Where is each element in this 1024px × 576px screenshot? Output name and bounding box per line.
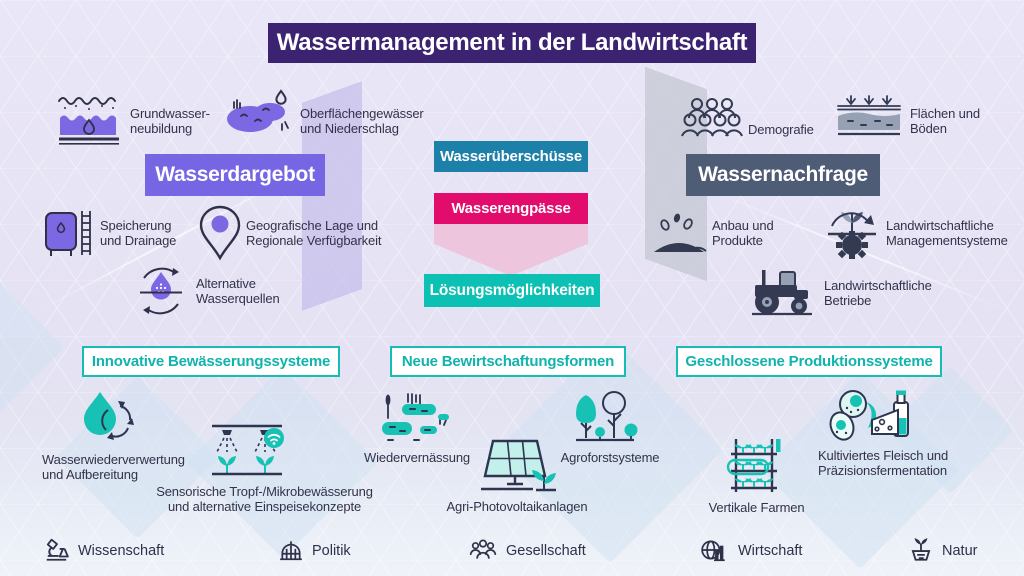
seeds-icon bbox=[654, 213, 707, 252]
water-recycling-icon bbox=[84, 392, 134, 440]
surplus-box: Wasserüberschüsse bbox=[434, 141, 588, 172]
demand-item-label: Landwirtschaftliche Managementsysteme bbox=[886, 218, 1008, 249]
page-title: Wassermanagement in der Landwirtschaft bbox=[268, 23, 756, 63]
soil-layers-icon bbox=[837, 95, 901, 136]
science-icon bbox=[46, 538, 69, 561]
people-group-icon bbox=[681, 98, 743, 137]
category-box-irrigation: Innovative Bewässerungssysteme bbox=[82, 346, 340, 377]
solution-item-label: Wiedervernässung bbox=[364, 450, 470, 465]
solution-item-label: Sensorische Tropf-/Mikrobewässerung und … bbox=[156, 484, 373, 515]
vertical-farm-icon bbox=[726, 439, 781, 492]
tractor-icon bbox=[752, 270, 812, 316]
solution-item-label: Vertikale Farmen bbox=[708, 500, 805, 515]
map-pin-icon bbox=[199, 205, 241, 261]
footer-item-label: Natur bbox=[942, 543, 978, 559]
footer-item-label: Wirtschaft bbox=[738, 543, 803, 559]
demand-item-label: Anbau und Produkte bbox=[712, 218, 774, 249]
economy-icon bbox=[701, 540, 725, 562]
politics-icon bbox=[280, 541, 302, 561]
footer-item-label: Wissenschaft bbox=[78, 543, 165, 559]
solution-item-label: Agri-Photovoltaikanlagen bbox=[446, 499, 588, 514]
supply-item-label: Alternative Wasserquellen bbox=[196, 276, 280, 307]
solution-item-label: Kultiviertes Fleisch und Präzisionsferme… bbox=[818, 448, 949, 479]
supply-item-label: Grundwasser-neubildung bbox=[130, 106, 210, 137]
supply-item-label: Oberflächengewässer und Niederschlag bbox=[300, 106, 424, 137]
storage-tank-icon bbox=[45, 211, 91, 256]
solution-item-label: Agroforstsysteme bbox=[560, 450, 660, 465]
drip-irrigation-icon bbox=[212, 424, 284, 476]
groundwater-recharge-icon bbox=[58, 97, 119, 145]
supply-heading: Wasserdargebot bbox=[145, 154, 325, 196]
nature-icon bbox=[911, 538, 931, 561]
footer-item-label: Politik bbox=[312, 543, 351, 559]
cultivated-food-icon bbox=[829, 390, 909, 441]
plant-gear-icon bbox=[828, 212, 876, 259]
alternative-water-icon bbox=[140, 267, 182, 315]
solution-item-label: Wasserwiederverwertung und Aufbereitung bbox=[42, 452, 185, 483]
demand-item-label: Demografie bbox=[748, 122, 814, 137]
supply-item-label: Geografische Lage und Regionale Verfügba… bbox=[246, 218, 382, 249]
category-box-farming: Neue Bewirtschaftungsformen bbox=[390, 346, 626, 377]
supply-item-label: Speicherung und Drainage bbox=[100, 218, 177, 249]
rewetting-icon bbox=[382, 393, 449, 441]
category-box-production: Geschlossene Produktionssysteme bbox=[676, 346, 942, 377]
footer-item-label: Gesellschaft bbox=[506, 543, 586, 559]
demand-item-label: Landwirtschaftliche Betriebe bbox=[824, 278, 932, 309]
agri-pv-icon bbox=[481, 439, 556, 492]
solutions-box: Lösungsmöglichkeiten bbox=[424, 274, 600, 307]
agroforestry-icon bbox=[576, 391, 638, 442]
shortage-box: Wasserengpässe bbox=[434, 193, 588, 224]
demand-item-label: Flächen und Böden bbox=[910, 106, 980, 137]
surface-water-icon bbox=[227, 89, 289, 132]
society-icon bbox=[469, 539, 497, 559]
demand-heading: Wassernachfrage bbox=[686, 154, 880, 196]
